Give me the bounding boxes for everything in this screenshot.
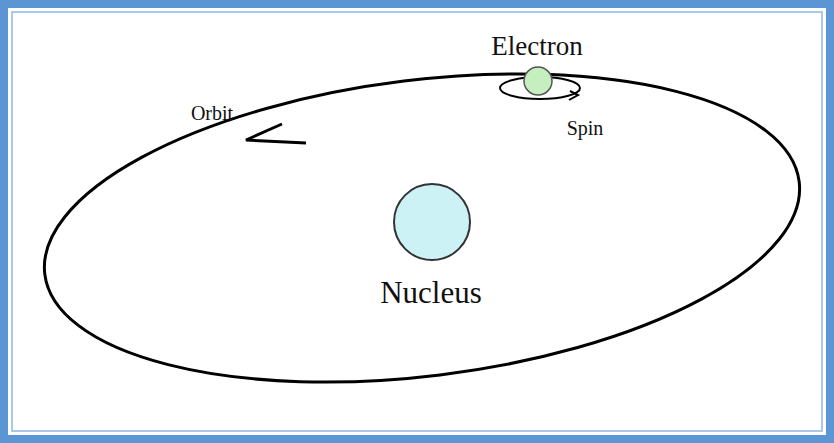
spin-label: Spin — [567, 118, 604, 138]
nucleus-circle — [394, 184, 470, 260]
spin-arrow — [569, 91, 578, 100]
orbit-label: Orbit — [191, 103, 233, 123]
electron-circle — [524, 67, 552, 95]
nucleus-label: Nucleus — [380, 277, 482, 308]
orbit-path — [27, 35, 817, 421]
frame-border — [4, 4, 830, 439]
orbit-arrow — [246, 124, 306, 143]
frame-inner-line — [12, 12, 822, 431]
electron-label: Electron — [491, 33, 582, 60]
